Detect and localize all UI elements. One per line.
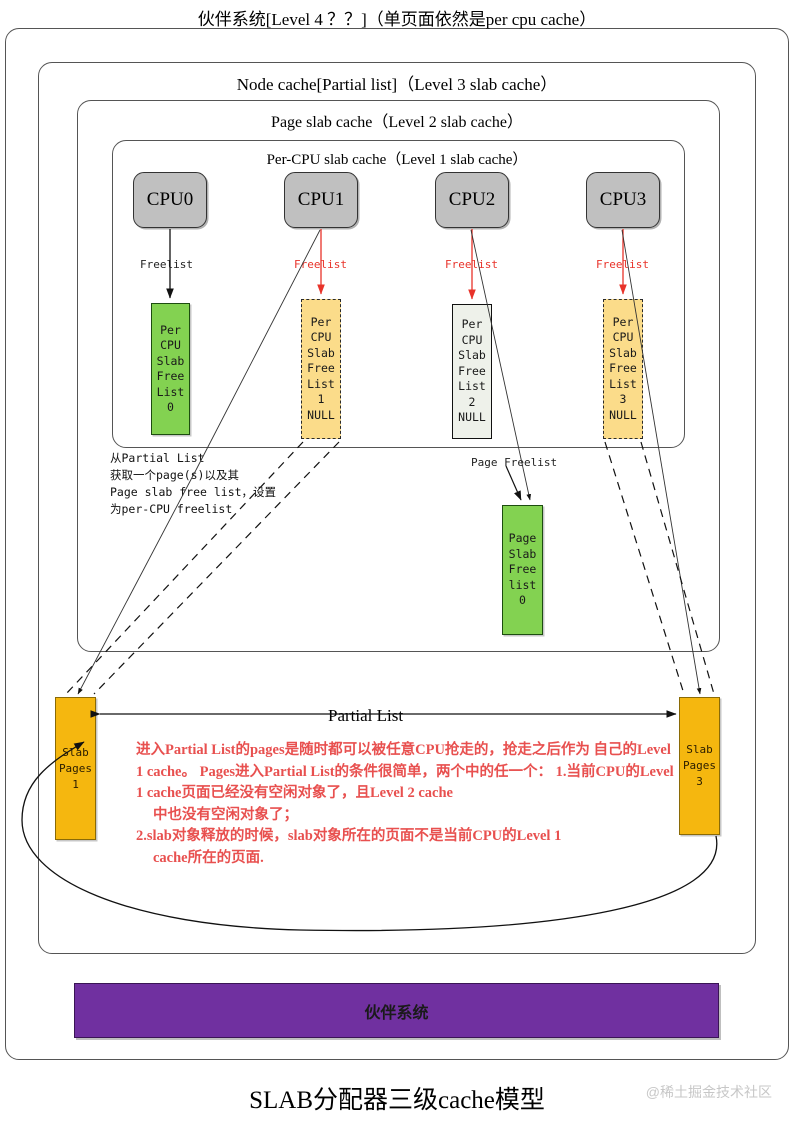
freelist-line: NULL bbox=[307, 407, 335, 422]
freelist-line: 0 bbox=[519, 593, 526, 608]
page-slab-freelist-box: Page Slab Free list 0 bbox=[502, 505, 543, 635]
percpu-freelist-box-1: Per CPU Slab Free List 1 NULL bbox=[301, 299, 341, 439]
cpu-chip-label: CPU2 bbox=[448, 189, 496, 210]
freelist-line: List bbox=[609, 376, 637, 391]
partial-list-red-note: 进入Partial List的pages是随时都可以被任意CPU抢走的，抢走之后… bbox=[136, 740, 681, 869]
page-freelist-label: Page Freelist bbox=[471, 456, 558, 469]
partial-list-acquire-note: 从Partial List 获取一个page(s)以及其 Page slab f… bbox=[110, 451, 277, 516]
container-title-node-cache: Node cache[Partial list]（Level 3 slab ca… bbox=[236, 75, 558, 94]
slab-pages-line: 3 bbox=[696, 775, 703, 788]
container-title-percpu-slab-cache: Per-CPU slab cache（Level 1 slab cache） bbox=[266, 152, 528, 168]
partial-list-label: Partial List bbox=[324, 706, 408, 726]
freelist-line: Per bbox=[612, 314, 634, 329]
freelist-line: CPU bbox=[310, 330, 332, 345]
freelist-line: Per bbox=[310, 314, 332, 329]
red-note-line-1: 进入Partial List的pages是随时都可以被任意CPU抢走的，抢走之后… bbox=[136, 742, 590, 758]
freelist-line: 2 bbox=[468, 394, 476, 409]
container-title-buddy-system: 伙伴系统[Level 4 ？？]（单页面依然是per cpu cache） bbox=[197, 10, 597, 29]
freelist-line: 3 bbox=[619, 392, 627, 407]
slab-pages-box-left: Slab Pages 1 bbox=[55, 697, 96, 840]
percpu-freelist-box-2: Per CPU Slab Free List 2 NULL bbox=[452, 304, 492, 439]
freelist-label-cpu0: Freelist bbox=[140, 258, 193, 271]
freelist-line: List bbox=[458, 379, 486, 394]
freelist-line: CPU bbox=[461, 332, 483, 347]
container-buddy-system bbox=[5, 28, 789, 1060]
freelist-line: Free bbox=[307, 361, 335, 376]
cpu-chip-label: CPU1 bbox=[297, 189, 345, 210]
freelist-line: Slab bbox=[508, 546, 537, 561]
red-note-line-3: Pages进入Partial List的条件很简单，两个中的任一个： bbox=[199, 763, 553, 780]
freelist-line: Slab bbox=[156, 353, 185, 368]
freelist-line: Free bbox=[508, 562, 537, 577]
freelist-label-cpu1: Freelist bbox=[294, 258, 347, 271]
freelist-line: Free bbox=[156, 369, 185, 383]
red-note-line-6: 2.slab对象释放的时候，slab对象所在的页面不是当前CPU的Level 1 bbox=[136, 828, 562, 844]
percpu-freelist-box-3: Per CPU Slab Free List 3 NULL bbox=[603, 299, 643, 439]
freelist-line: Per bbox=[461, 317, 483, 332]
slab-pages-box-right: Slab Pages 3 bbox=[679, 697, 720, 835]
percpu-freelist-box-0: Per CPU Slab Free List 0 bbox=[151, 303, 190, 435]
page-title: SLAB分配器三级cache模型 bbox=[249, 1087, 545, 1114]
red-note-line-7: cache所在的页面. bbox=[153, 849, 264, 866]
freelist-line: Slab bbox=[307, 345, 335, 360]
freelist-line: CPU bbox=[160, 338, 181, 352]
cpu-chip-cpu0: CPU0 bbox=[133, 172, 207, 228]
container-page-slab-cache bbox=[77, 100, 720, 652]
slab-pages-line: Slab bbox=[686, 743, 713, 756]
freelist-label-cpu3: Freelist bbox=[596, 258, 649, 271]
freelist-line: List bbox=[307, 376, 335, 391]
buddy-system-bar: 伙伴系统 bbox=[74, 983, 719, 1038]
cpu-chip-label: CPU3 bbox=[599, 189, 647, 210]
slab-pages-line: Pages bbox=[682, 759, 717, 772]
freelist-line: Free bbox=[609, 361, 637, 376]
freelist-line: Free bbox=[458, 363, 486, 378]
freelist-line: Slab bbox=[609, 345, 637, 360]
freelist-line: List bbox=[156, 384, 185, 399]
freelist-line: Per bbox=[160, 322, 181, 337]
freelist-line: NULL bbox=[458, 410, 486, 425]
freelist-line: Page bbox=[508, 531, 537, 546]
red-note-line-5: 中也没有空闲对象了； bbox=[153, 806, 298, 823]
container-node-cache bbox=[38, 62, 756, 954]
slab-pages-line: 1 bbox=[72, 777, 79, 791]
cpu-chip-label: CPU0 bbox=[146, 189, 194, 210]
cpu-chip-cpu2: CPU2 bbox=[435, 172, 509, 228]
freelist-line: 1 bbox=[317, 392, 325, 407]
freelist-label-cpu2: Freelist bbox=[445, 258, 498, 271]
buddy-system-label: 伙伴系统 bbox=[364, 1004, 429, 1022]
freelist-line: CPU bbox=[612, 330, 634, 345]
cpu-chip-cpu3: CPU3 bbox=[586, 172, 660, 228]
watermark-label: @稀土掘金技术社区 bbox=[645, 1084, 772, 1100]
freelist-line: 0 bbox=[167, 400, 174, 414]
freelist-line: Slab bbox=[458, 348, 486, 363]
slab-pages-line: Pages bbox=[58, 761, 93, 775]
container-title-page-slab-cache: Page slab cache（Level 2 slab cache） bbox=[271, 114, 523, 131]
slab-pages-line: Slab bbox=[62, 745, 89, 759]
freelist-line: list bbox=[508, 577, 537, 592]
freelist-line: NULL bbox=[609, 407, 637, 422]
cpu-chip-cpu1: CPU1 bbox=[284, 172, 358, 228]
